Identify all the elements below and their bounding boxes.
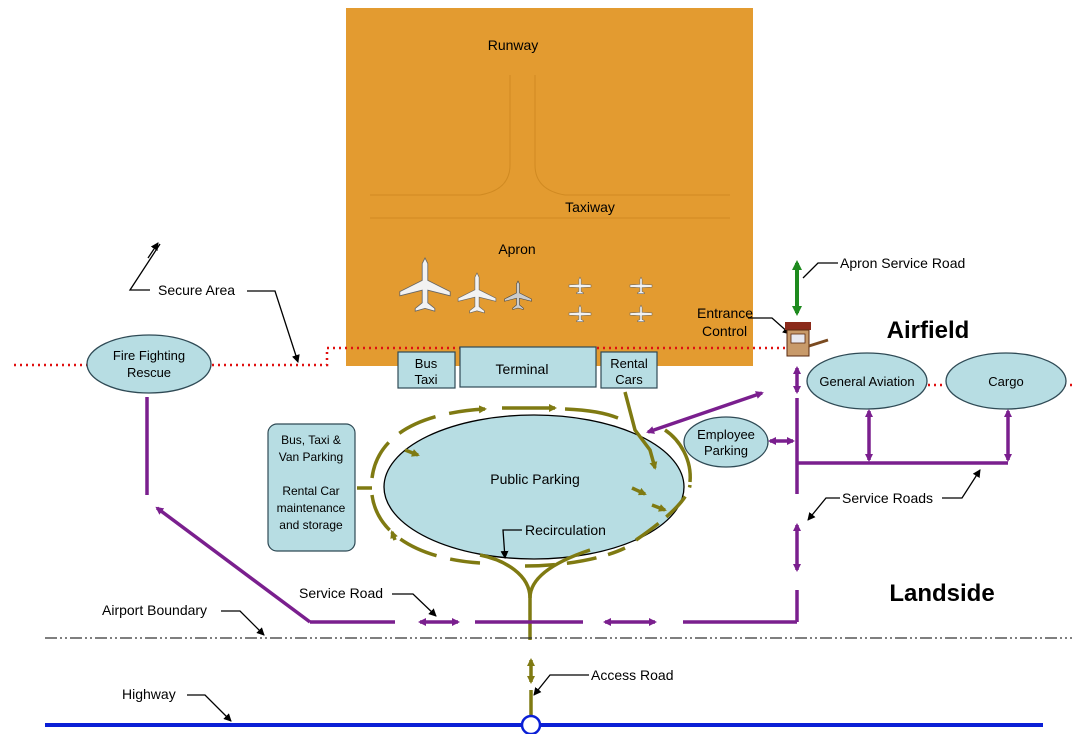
bus-van-parking-line: Rental Car bbox=[282, 484, 339, 498]
highway-callout bbox=[187, 694, 232, 722]
general-aviation-label: General Aviation bbox=[819, 374, 914, 389]
entrance-control-label-1: Entrance bbox=[697, 305, 753, 321]
public-parking-label: Public Parking bbox=[490, 471, 580, 487]
apron-service-road-label: Apron Service Road bbox=[840, 255, 965, 271]
recirculation-label: Recirculation bbox=[525, 522, 606, 538]
terminal-label: Terminal bbox=[496, 361, 549, 377]
service-roads-callout-right bbox=[942, 469, 981, 499]
runway-label: Runway bbox=[488, 37, 539, 53]
small-airplane-icon bbox=[568, 276, 592, 294]
guard-booth-icon bbox=[785, 322, 829, 357]
service-road-label: Service Road bbox=[299, 585, 383, 601]
bus-taxi-label-1: Bus bbox=[415, 356, 438, 371]
airplane-icon bbox=[399, 257, 451, 312]
rental-cars-building bbox=[600, 351, 658, 389]
terminal-building bbox=[459, 346, 597, 388]
service-road-network bbox=[145, 366, 1012, 626]
employee-parking-label-2: Parking bbox=[704, 443, 748, 458]
service-roads-callout-left bbox=[807, 497, 840, 521]
secure-area-pointer bbox=[128, 243, 161, 291]
fire-fighting-rescue bbox=[86, 334, 212, 394]
airfield-heading: Airfield bbox=[887, 317, 970, 344]
small-airplane-icon bbox=[629, 304, 653, 322]
highway-interchange bbox=[520, 714, 542, 734]
secure-area-label: Secure Area bbox=[158, 282, 235, 298]
bus-van-parking-line: maintenance bbox=[277, 501, 346, 515]
entrance-control-callout bbox=[748, 317, 791, 335]
fire-rescue-label-1: Fire Fighting bbox=[113, 348, 185, 363]
airplane-icon bbox=[457, 272, 497, 314]
rental-cars-label-2: Cars bbox=[615, 372, 643, 387]
secure-area-arrow bbox=[147, 242, 159, 259]
employee-parking bbox=[683, 416, 769, 468]
secure-area-callout bbox=[247, 290, 300, 363]
public-parking bbox=[383, 414, 685, 560]
taxiway-label: Taxiway bbox=[565, 199, 615, 215]
apron-service-road-callout bbox=[802, 262, 838, 279]
apron-label: Apron bbox=[498, 241, 535, 257]
bus-taxi-label-2: Taxi bbox=[414, 372, 437, 387]
entrance-control-label-2: Control bbox=[702, 323, 747, 339]
bus-van-parking-line: and storage bbox=[279, 518, 343, 532]
cargo-label: Cargo bbox=[988, 374, 1023, 389]
rental-cars-label-1: Rental bbox=[610, 356, 648, 371]
runway-taxiway-lines bbox=[370, 75, 730, 219]
access-road-callout bbox=[533, 674, 589, 696]
bus-van-parking-box bbox=[267, 423, 356, 552]
highway-label: Highway bbox=[122, 686, 176, 702]
employee-parking-label-1: Employee bbox=[697, 427, 755, 442]
service-road-callout bbox=[392, 593, 437, 617]
small-airplane-icon bbox=[629, 276, 653, 294]
service-roads-label: Service Roads bbox=[842, 490, 933, 506]
recirculation-callout bbox=[500, 529, 522, 559]
bus-van-parking-line: Bus, Taxi & bbox=[281, 433, 341, 447]
landside-heading: Landside bbox=[889, 580, 994, 607]
bus-taxi-building bbox=[397, 351, 456, 389]
fire-rescue-label-2: Rescue bbox=[127, 365, 171, 380]
small-airplane-icon bbox=[568, 304, 592, 322]
airfield-area bbox=[346, 8, 753, 366]
airport-boundary-label: Airport Boundary bbox=[102, 602, 207, 618]
airport-boundary-callout bbox=[221, 610, 265, 636]
access-road-label: Access Road bbox=[591, 667, 673, 683]
airplane-icon bbox=[504, 280, 532, 310]
bus-van-parking-line: Van Parking bbox=[279, 450, 343, 464]
